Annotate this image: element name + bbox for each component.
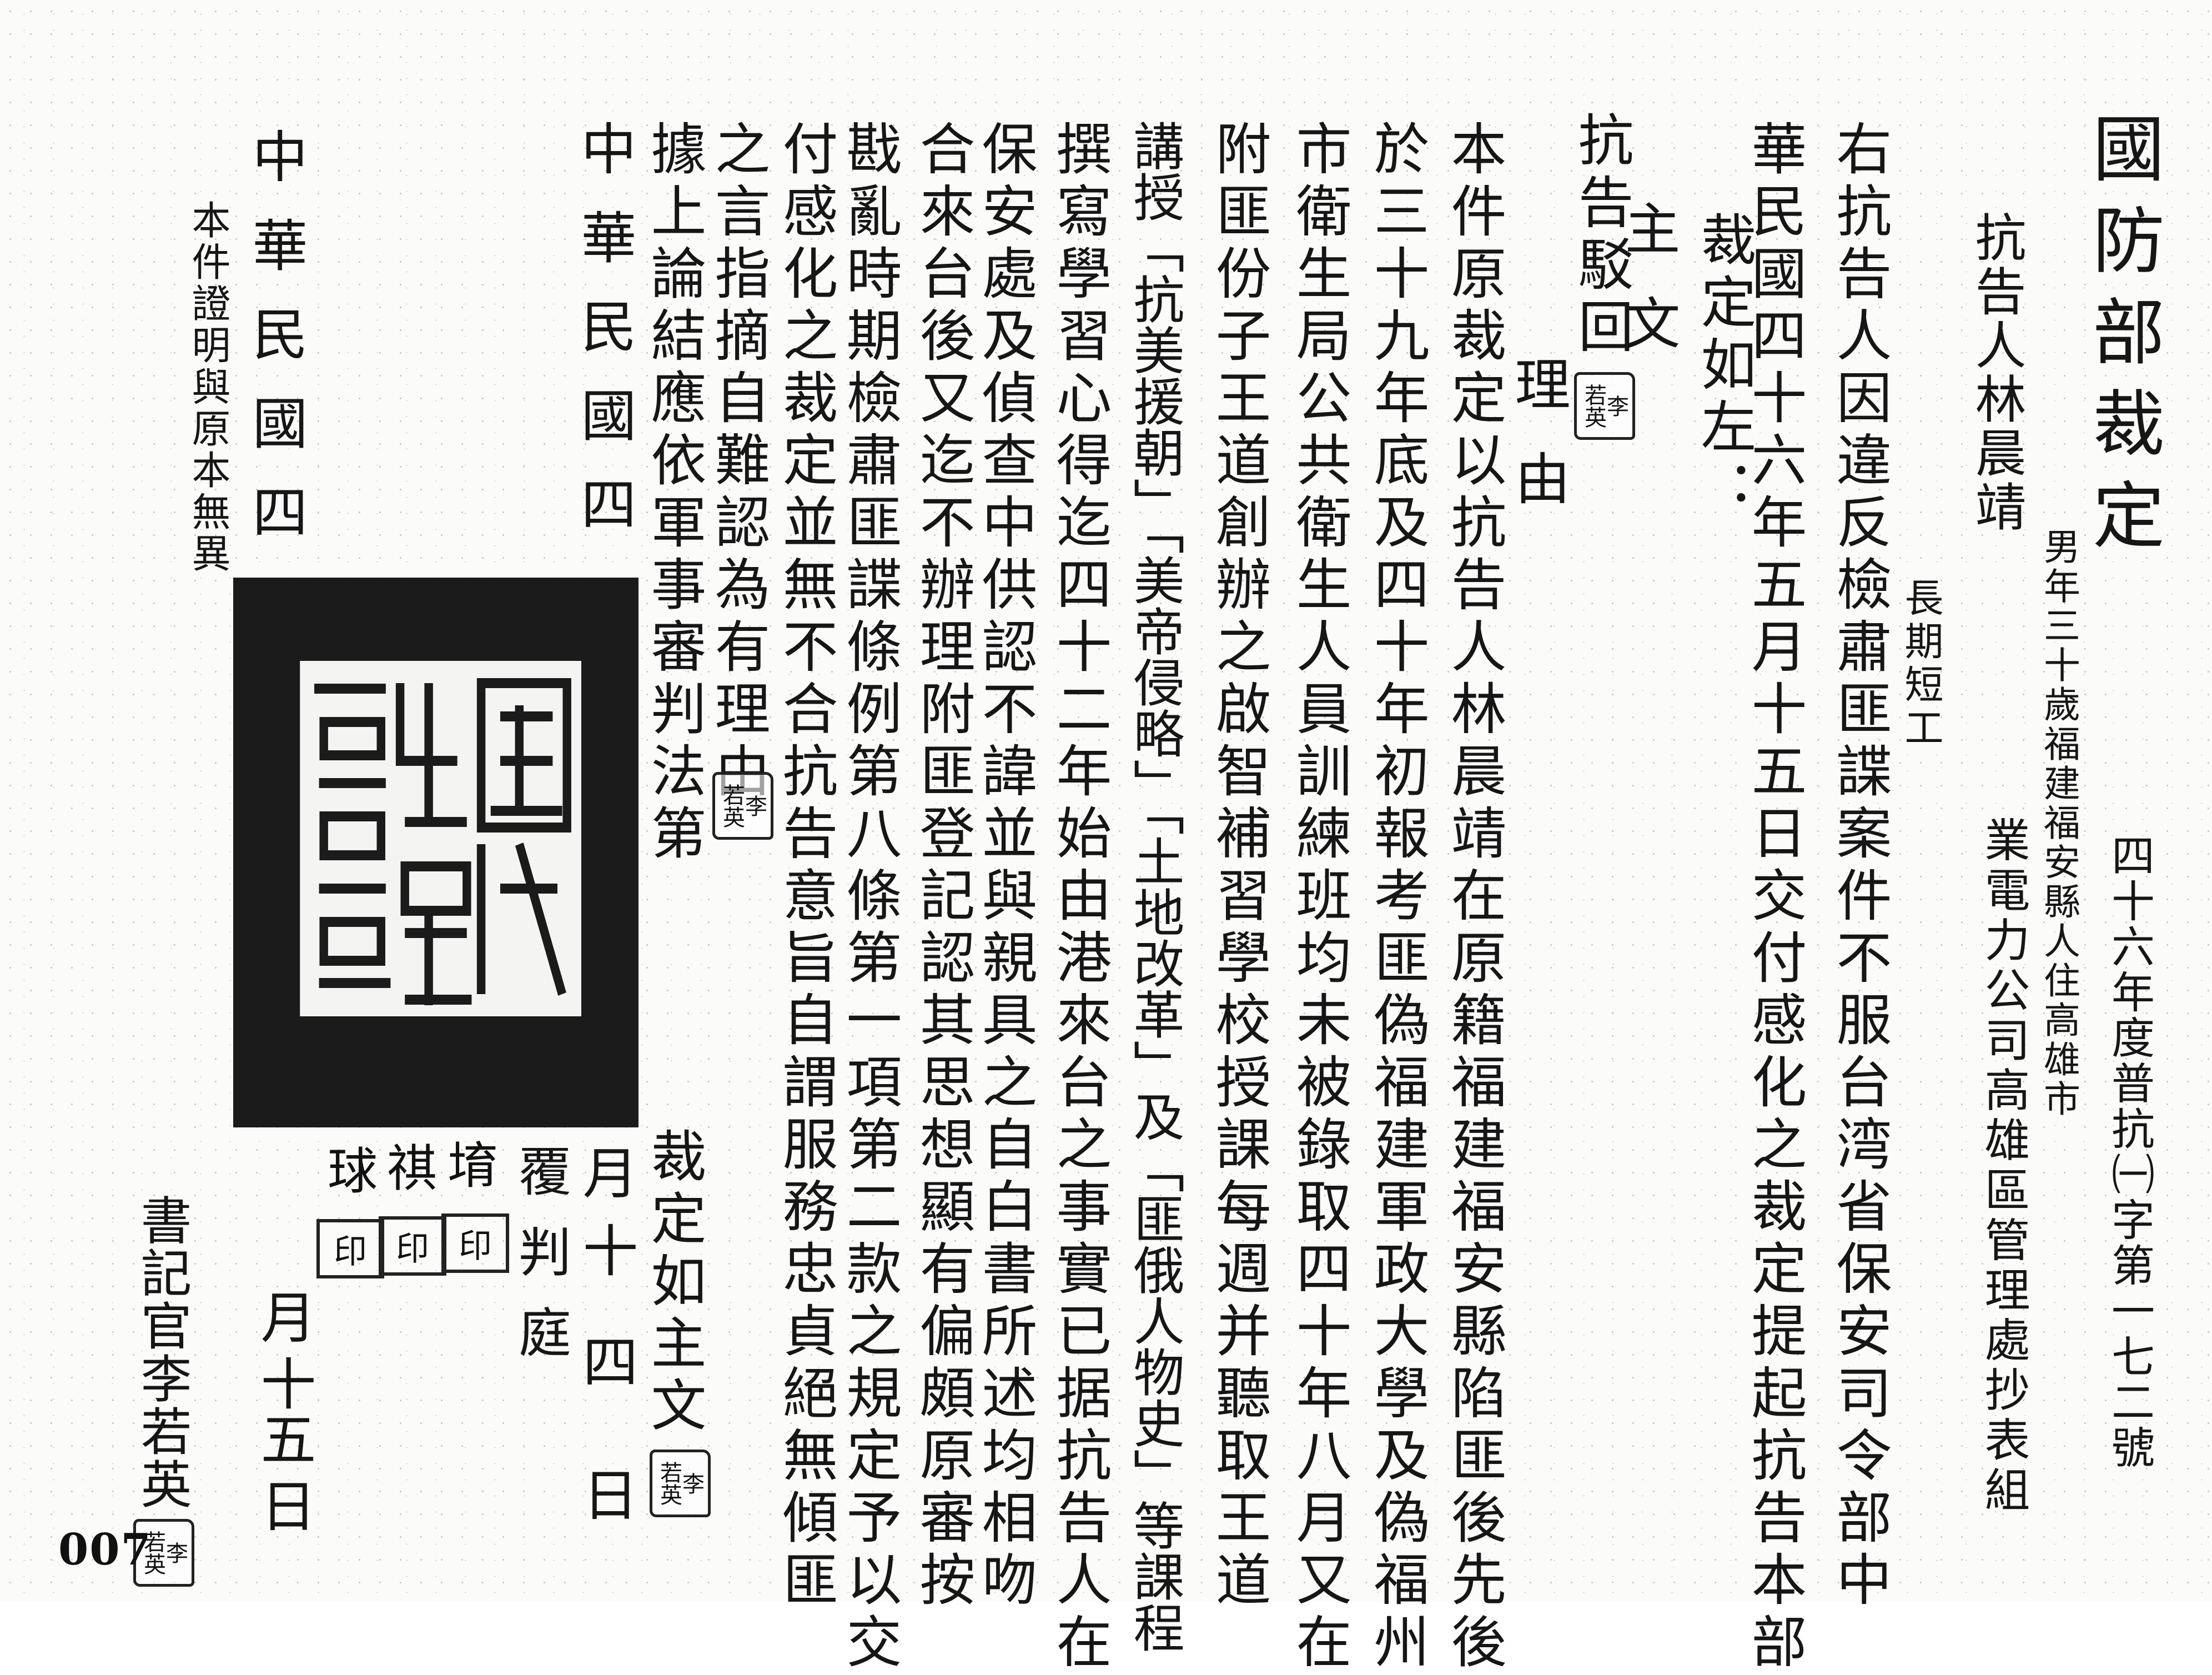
preamble-line: 裁定如左： bbox=[1691, 211, 1756, 522]
preamble-line: 右抗告人因違反檢肅匪諜案件不服台湾省保安司令部中 bbox=[1827, 120, 1892, 1613]
stamp-given: 若英 bbox=[656, 1461, 682, 1506]
stamp-given: 若英 bbox=[719, 784, 745, 828]
reason-line: 市衛生局公共衛生人員訓練班均未被錄取四十年八月又在 bbox=[1286, 120, 1351, 1675]
reason-line: 付感化之裁定並無不合抗告意旨自謂服務忠貞絕無傾匪 bbox=[773, 120, 838, 1613]
main-heading: 主文 bbox=[1615, 200, 1680, 389]
name-stamp: 李若英 bbox=[712, 772, 773, 840]
appellant-job-type: 長期短工 bbox=[1898, 578, 1944, 751]
judge-stamp: 印 bbox=[379, 1216, 446, 1276]
appellant-details: 男年三十歲福建福安縣人住高雄市 bbox=[2038, 528, 2080, 1119]
clerk-signature: 書記官李若英 bbox=[132, 1194, 192, 1511]
judge-name: 堉 bbox=[448, 1137, 497, 1195]
reason-line: 講授「抗美援朝」「美帝侵略」「土地改革」及「匪俄人物史」等課程 bbox=[1125, 120, 1184, 1653]
page-number: 007 bbox=[58, 1524, 152, 1575]
reason-line: 之言指摘自難認為有理由 bbox=[705, 120, 770, 804]
decision-date-suffix: 日 bbox=[573, 1466, 638, 1528]
appellant-occupation: 業電力公司高雄區管理處抄表組 bbox=[1977, 816, 2029, 1516]
copy-date-month: 月 bbox=[251, 1288, 316, 1351]
case-number: 四十六年度普抗㈠字第一七二號 bbox=[2104, 833, 2154, 1471]
judge-stamp-text: 印 bbox=[334, 1232, 367, 1271]
copy-date-era: 中華民國四 bbox=[243, 128, 308, 572]
decision-date-month: 月 bbox=[573, 1144, 638, 1206]
judge-stamp: 印 bbox=[316, 1219, 384, 1278]
reason-line: 附匪份子王道創辦之啟智補習學校授課每週并聽取王道 bbox=[1206, 120, 1271, 1613]
conclusion: 據上論結應依軍事審判法第 bbox=[641, 120, 706, 866]
reason-line: 保安處及偵查中供認不諱並與親具之自白書所述均相吻 bbox=[972, 120, 1037, 1613]
conclusion-end: 裁定如主文 bbox=[641, 1127, 706, 1438]
judge-stamp-text: 印 bbox=[459, 1227, 492, 1266]
stamp-surname: 李 bbox=[678, 1472, 704, 1495]
stamp-surname: 李 bbox=[162, 1542, 188, 1564]
copy-date-suffix: 日 bbox=[251, 1477, 316, 1539]
name-stamp: 李若英 bbox=[1574, 372, 1635, 440]
copy-date-day: 十五 bbox=[251, 1355, 316, 1466]
name-stamp: 李若英 bbox=[133, 1519, 194, 1587]
stamp-surname: 李 bbox=[1603, 395, 1628, 417]
document-title: 國防部裁定 bbox=[2080, 111, 2165, 569]
reason-heading: 理由 bbox=[1505, 355, 1570, 544]
reason-line: 撰寫學習心得迄四十二年始由港來台之事實已据抗告人在 bbox=[1047, 120, 1112, 1675]
decision-date-era: 中華民國四 bbox=[571, 120, 636, 564]
appellant-name: 抗告人林晨靖 bbox=[1967, 211, 2026, 534]
official-seal bbox=[233, 578, 639, 1127]
reason-line: 於三十九年底及四十年初報考匪偽福建軍政大學及偽福州 bbox=[1364, 120, 1429, 1675]
preamble-line: 華民國四十六年五月十五日交付感化之裁定提起抗告本部 bbox=[1742, 120, 1807, 1675]
court-name: 覆判庭 bbox=[510, 1144, 571, 1386]
judge-name: 祺 bbox=[387, 1140, 437, 1198]
judge-stamp-text: 印 bbox=[396, 1230, 429, 1268]
certification-note: 本件證明與原本無異 bbox=[185, 200, 231, 575]
reason-line: 本件原裁定以抗告人林晨靖在原籍福建福安縣陷匪後先後 bbox=[1441, 120, 1506, 1675]
reason-line: 合來台後又迄不辦理附匪登記認其思想顯有偏頗原審按 bbox=[910, 120, 975, 1613]
stamp-given: 若英 bbox=[1581, 384, 1606, 428]
name-stamp: 李若英 bbox=[650, 1450, 711, 1517]
stamp-given: 若英 bbox=[140, 1531, 165, 1575]
decision-date-day: 十四 bbox=[573, 1222, 638, 1444]
reason-line: 戡亂時期檢肅匪諜條例第八條第一項第二款之規定予以交 bbox=[837, 120, 902, 1675]
stamp-surname: 李 bbox=[741, 795, 767, 817]
judge-stamp: 印 bbox=[441, 1213, 509, 1273]
main-text: 抗告駁回 bbox=[1568, 111, 1633, 360]
judge-name: 球 bbox=[328, 1142, 378, 1201]
